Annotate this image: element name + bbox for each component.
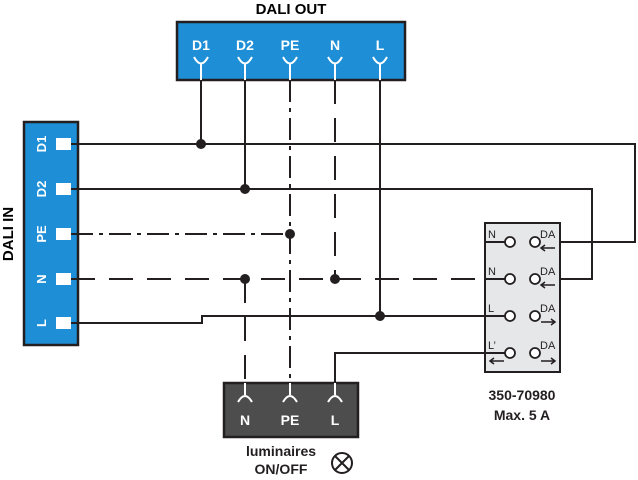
socket-icon <box>327 56 343 80</box>
luminaire-label-l: L <box>331 412 340 428</box>
terminal-screw-icon <box>504 273 516 285</box>
dali-in-label-n: N <box>34 274 49 283</box>
arrow-left-icon <box>539 281 555 289</box>
socket-icon <box>282 383 298 403</box>
socket-icon <box>237 383 253 403</box>
terminal-screw-icon <box>504 236 516 248</box>
dali-out-label-pe: PE <box>281 37 300 53</box>
dali-in-title: DALI IN <box>0 207 17 261</box>
socket-icon <box>372 56 388 80</box>
terminal-clamp-icon <box>56 317 71 329</box>
relay-row-3-left-label: L <box>488 303 494 315</box>
relay-row-3: L DA <box>485 303 557 326</box>
dali-in-label-pe: PE <box>34 225 49 243</box>
dali-out-terminal-l: L <box>372 37 388 80</box>
relay-row-4: L’ DA <box>485 340 557 365</box>
terminal-screw-icon <box>504 347 516 359</box>
terminal-clamp-icon <box>56 273 71 285</box>
dali-in-label-d1: D1 <box>34 136 49 153</box>
relay-row-4-left-label: L’ <box>488 340 496 352</box>
terminal-clamp-icon <box>56 183 71 195</box>
luminaire-label-line1: luminaires <box>246 443 316 459</box>
luminaire-terminal-l: L <box>327 383 343 428</box>
dali-out-terminal-d1: D1 <box>192 37 210 80</box>
wire-l <box>71 315 485 324</box>
junction-dot <box>240 274 250 284</box>
relay-row-1-left-label: N <box>488 229 496 241</box>
arrow-left-icon <box>539 244 555 252</box>
luminaire-label-pe: PE <box>281 412 300 428</box>
socket-icon <box>327 383 343 403</box>
arrow-left-icon <box>488 357 504 365</box>
luminaire-terminal-pe: PE <box>281 383 300 428</box>
dali-out-label-l: L <box>376 37 385 53</box>
relay-row-4-right-label: DA <box>540 340 556 352</box>
dali-out-terminal-pe: PE <box>281 37 300 80</box>
socket-icon <box>237 56 253 80</box>
dali-in-label-l: L <box>34 319 49 327</box>
terminal-clamp-icon <box>56 138 71 150</box>
terminal-screw-icon <box>529 236 541 248</box>
terminal-screw-icon <box>529 273 541 285</box>
luminaire-label-n: N <box>240 412 250 428</box>
terminal-screw-icon <box>504 310 516 322</box>
dali-in-label-d2: D2 <box>34 181 49 198</box>
wire-d1 <box>71 143 636 243</box>
terminal-clamp-icon <box>56 228 71 240</box>
dali-out-label-d1: D1 <box>192 37 210 53</box>
relay-rating: Max. 5 A <box>494 407 550 423</box>
terminal-screw-icon <box>529 347 541 359</box>
dali-in-terminal-d1: D1 <box>34 136 71 153</box>
lamp-cross-circle-icon <box>331 452 353 474</box>
dali-out-terminal-d2: D2 <box>236 37 254 80</box>
junction-dot <box>196 139 206 149</box>
dali-in-terminal-n: N <box>34 273 71 285</box>
terminal-screw-icon <box>529 310 541 322</box>
dali-out-label-n: N <box>330 37 340 53</box>
dali-in-block <box>22 120 80 347</box>
wire-d2 <box>71 188 593 280</box>
socket-icon <box>193 56 209 80</box>
dali-in-terminal-l: L <box>34 317 71 329</box>
dali-out-label-d2: D2 <box>236 37 254 53</box>
junction-dot <box>330 274 340 284</box>
junction-dot <box>240 184 250 194</box>
relay-row-1-right-label: DA <box>540 229 556 241</box>
dali-out-title: DALI OUT <box>256 1 327 18</box>
relay-row-1: N DA <box>485 229 556 252</box>
arrow-right-icon <box>541 318 557 326</box>
arrow-right-icon <box>541 357 557 365</box>
dali-in-terminal-d2: D2 <box>34 181 71 198</box>
junction-dot <box>285 229 295 239</box>
relay-row-2-left-label: N <box>488 266 496 278</box>
dali-in-terminal-pe: PE <box>34 225 71 243</box>
relay-part-number: 350-70980 <box>489 387 556 403</box>
wire-l-switched <box>334 352 485 383</box>
luminaire-terminal-n: N <box>237 383 253 428</box>
socket-icon <box>282 56 298 80</box>
dali-out-terminal-n: N <box>327 37 343 80</box>
luminaire-label-line2: ON/OFF <box>255 461 308 477</box>
junction-dot <box>375 311 385 321</box>
relay-row-2-right-label: DA <box>540 266 556 278</box>
relay-row-3-right-label: DA <box>540 303 556 315</box>
relay-row-2: N DA <box>485 266 556 289</box>
